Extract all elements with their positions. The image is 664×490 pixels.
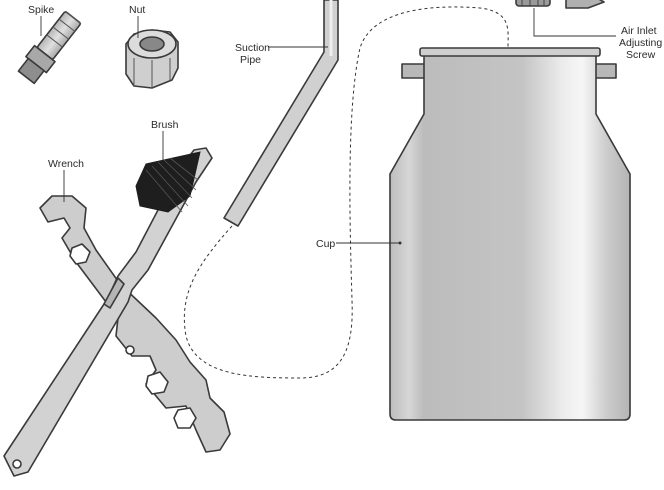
cup-part [389, 47, 631, 421]
brush-label: Brush [151, 119, 179, 131]
wrench-label: Wrench [48, 158, 84, 170]
spike-part [17, 10, 82, 85]
suction-pipe-label-line2: Pipe [240, 54, 261, 66]
air-inlet-label-line3: Screw [626, 49, 656, 61]
nut-part [125, 29, 179, 89]
air-inlet-label-line1: Air Inlet [621, 25, 657, 37]
air-inlet-label-line2: Adjusting [619, 37, 662, 49]
wrench-part [39, 195, 231, 453]
air-inlet-leader [533, 8, 616, 37]
cup-label: Cup [316, 238, 335, 250]
suction-pipe-label-line1: Suction [235, 42, 270, 54]
suction-pipe-part [223, 0, 339, 227]
dashed-connection-line [183, 6, 509, 379]
nut-label: Nut [129, 4, 145, 16]
spike-label: Spike [28, 4, 54, 16]
brush-part [3, 147, 213, 477]
cup-leader-dot [398, 241, 402, 245]
air-inlet-adjusting-screw-part [515, 0, 605, 9]
